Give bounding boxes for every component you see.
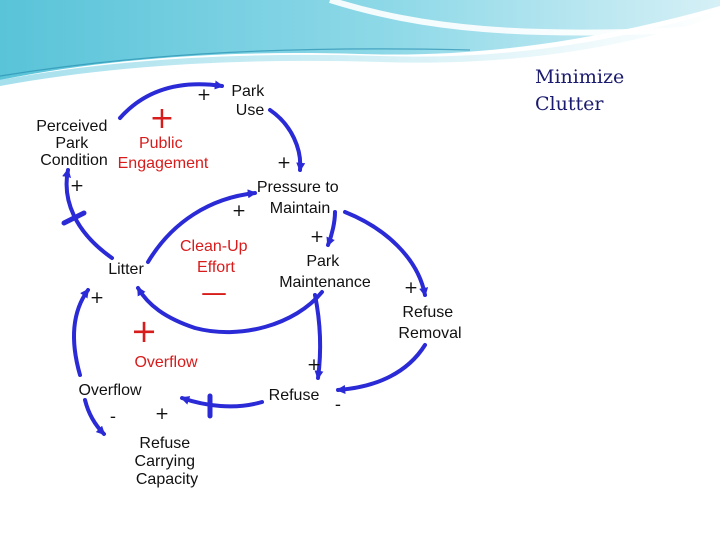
node-refuse-removal: Refuse Removal (398, 304, 461, 342)
polarity-perceived-to-use: + (197, 85, 211, 105)
node-park-maintenance: Park Maintenance (279, 253, 371, 291)
node-pressure-line: Pressure to (257, 179, 339, 196)
node-removal-line: Refuse (402, 304, 453, 321)
loop-public-engagement: Public Engagement (118, 135, 209, 172)
arrow-removal-to-refuse (336, 343, 427, 394)
polarity-pressure-to-maintenance: + (310, 227, 324, 247)
header-swoosh (0, 0, 720, 86)
node-overflow: Overflow (78, 382, 142, 399)
loop-sign-cleanup-effort: — (201, 278, 227, 308)
loop-sign-public-engagement: + (149, 101, 174, 136)
node-maintenance-line: Maintenance (279, 274, 371, 291)
node-capacity-line: Refuse (139, 435, 190, 452)
polarity-litter-to-perceived: + (70, 176, 84, 196)
node-capacity-line: Carrying (135, 453, 195, 470)
node-refuse: Refuse (269, 387, 320, 404)
loop-public-line: Engagement (118, 155, 209, 172)
arrow-maintenance-to-refuse (313, 293, 324, 380)
polarity-maintenance-to-removal: + (404, 278, 418, 298)
slide-title: Minimize Clutter (535, 64, 685, 118)
polarity-overflow-self: - (110, 407, 116, 427)
node-maintenance-line: Park (306, 253, 340, 270)
node-park-use: Park Use (231, 83, 268, 119)
arrow-overflow-to-litter (71, 288, 90, 377)
node-perceived-line: Perceived (36, 118, 107, 135)
loop-sign-overflow: + (131, 312, 158, 350)
loop-clean-up-effort: Clean-Up Effort (180, 238, 252, 276)
arrow-overflow-self (83, 398, 106, 436)
slide-title-line: Clutter (535, 93, 604, 115)
node-perceived-line: Park (55, 135, 89, 152)
polarity-refuse-to-litter: - (335, 395, 341, 415)
node-pressure-to-maintain: Pressure to Maintain (257, 179, 343, 217)
node-capacity-line: Capacity (136, 471, 198, 488)
arrow-maintenance-to-removal (343, 210, 429, 297)
arrow-litter-to-pressure (146, 189, 257, 264)
arrow-parkuse-to-pressure (268, 108, 306, 172)
arrow-pressure-to-maintenance (326, 210, 337, 247)
node-perceived-line: Condition (40, 152, 108, 169)
polarity-use-to-pressure: + (277, 153, 291, 173)
node-perceived-park-condition: Perceived Park Condition (36, 118, 112, 169)
loop-cleanup-line: Clean-Up (180, 238, 248, 255)
node-litter: Litter (108, 261, 144, 278)
polarity-overflow-to-litter: + (90, 288, 104, 308)
loop-public-line: Public (139, 135, 183, 152)
node-refuse-carrying-capacity: Refuse Carrying Capacity (135, 435, 200, 488)
polarity-removal-to-refuse: + (307, 355, 321, 375)
polarity-capacity-to-overflow: + (155, 404, 169, 424)
arrow-capacity-to-overflow (180, 396, 264, 409)
node-removal-line: Removal (398, 325, 461, 342)
node-pressure-line: Maintain (270, 200, 330, 217)
loop-overflow: Overflow (134, 354, 198, 371)
polarity-litter-to-pressure: + (232, 201, 246, 221)
loop-cleanup-line: Effort (197, 259, 236, 276)
delay-mark (61, 210, 87, 226)
node-park-use-line: Park (231, 83, 265, 100)
arrow-refuse-to-litter (136, 286, 324, 335)
arrow-perceived-to-parkuse (118, 80, 224, 120)
node-park-use-line: Use (236, 102, 265, 119)
slide-title-line: Minimize (535, 66, 625, 88)
